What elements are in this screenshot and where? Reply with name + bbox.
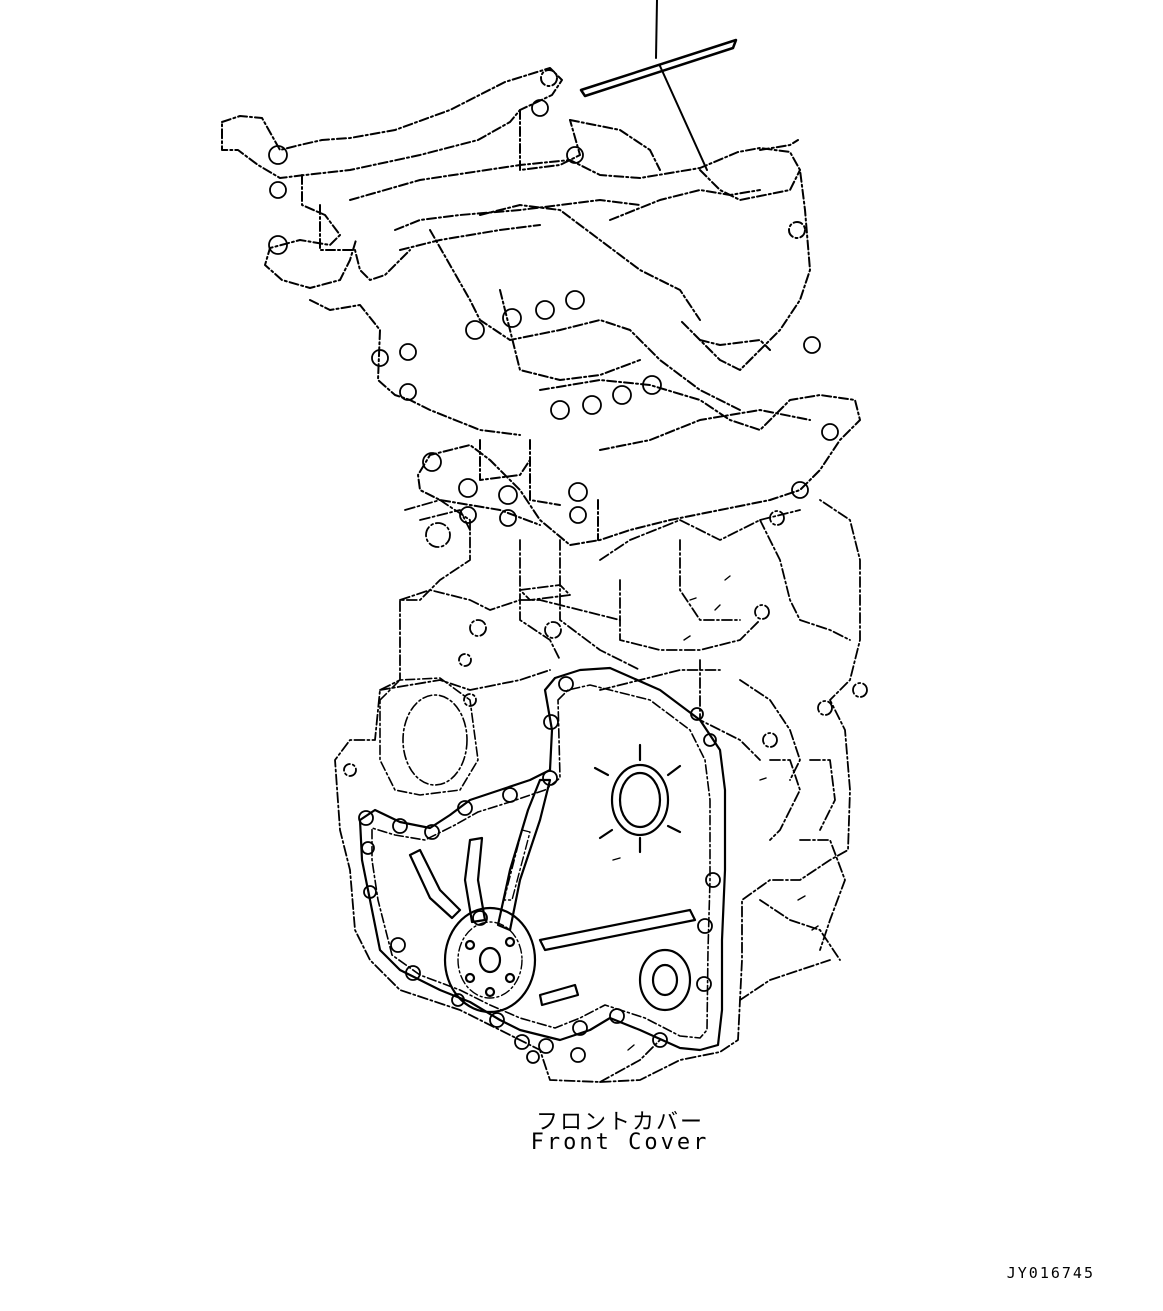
engine-block — [334, 499, 868, 1083]
front-cover-bolts — [358, 676, 721, 1064]
drawing-number: JY016745 — [1006, 1264, 1095, 1282]
part-caption-english: Front Cover — [530, 1130, 710, 1155]
surface-marks — [612, 575, 819, 1051]
front-cover — [358, 666, 727, 1052]
leader-line — [579, 0, 738, 171]
engine-mount-bracket — [221, 67, 861, 546]
part-caption-japanese: フロントカバー — [535, 1110, 704, 1135]
bracket-bolts — [268, 99, 839, 527]
